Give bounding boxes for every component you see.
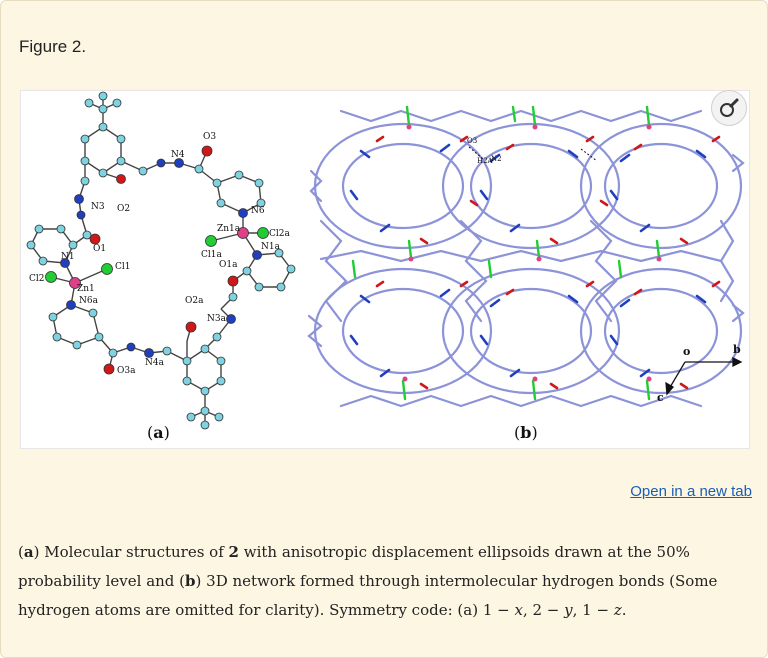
atom-label: N6a	[79, 296, 99, 306]
figure-caption: (a) Molecular structures of 2 with aniso…	[18, 543, 718, 619]
axis-label-o: o	[683, 345, 690, 358]
panel-a-atoms	[26, 91, 296, 430]
atom-label: Cl2	[29, 274, 45, 284]
magnifier-icon[interactable]	[711, 90, 747, 126]
atom-label: Cl2a	[269, 229, 290, 239]
magnifier-icon-glyph	[720, 98, 739, 117]
atom-label: O1	[93, 244, 106, 254]
atom-label: O3	[203, 132, 216, 142]
hbond-label: H2A	[477, 157, 494, 165]
atom-label: Cl1a	[201, 250, 222, 260]
panel-b-label: (b)	[514, 423, 538, 442]
atom-label: N3a	[207, 314, 227, 324]
open-in-new-tab-link[interactable]: Open in a new tab	[630, 483, 752, 500]
atom-label: O2	[117, 204, 130, 214]
panel-b-network: O3 H2A N2 o b c	[307, 105, 745, 408]
figure-image-svg: N4 O3 N3 O2 N6 Zn1a Cl2a O1 N1 Cl1 Cl2 Z…	[26, 91, 745, 430]
atom-label: Zn1a	[217, 224, 241, 234]
atom-label: O3a	[117, 366, 136, 376]
atom-label: N4	[171, 150, 185, 160]
hbond-label: N2	[491, 155, 502, 163]
atom-label: O2a	[185, 296, 204, 306]
figure-title: Figure 2.	[19, 37, 87, 56]
atom-label: N1	[61, 252, 75, 262]
atom-label: N4a	[145, 358, 165, 368]
axis-indicator	[665, 356, 743, 396]
atom-label: N6	[251, 206, 265, 216]
axis-label-b: b	[733, 343, 741, 356]
panel-a-label: (a)	[147, 423, 170, 442]
atom-label: N1a	[261, 242, 281, 252]
atom-label: O1a	[219, 260, 238, 270]
atom-label: Cl1	[115, 262, 131, 272]
panel-a-labels: N4 O3 N3 O2 N6 Zn1a Cl2a O1 N1 Cl1 Cl2 Z…	[29, 132, 290, 376]
atom-label: N3	[91, 202, 105, 212]
figure-image[interactable]: N4 O3 N3 O2 N6 Zn1a Cl2a O1 N1 Cl1 Cl2 Z…	[20, 90, 750, 449]
axis-label-c: c	[657, 391, 664, 404]
atom-label: Zn1	[77, 284, 95, 294]
hbond-label: O3	[467, 137, 477, 145]
